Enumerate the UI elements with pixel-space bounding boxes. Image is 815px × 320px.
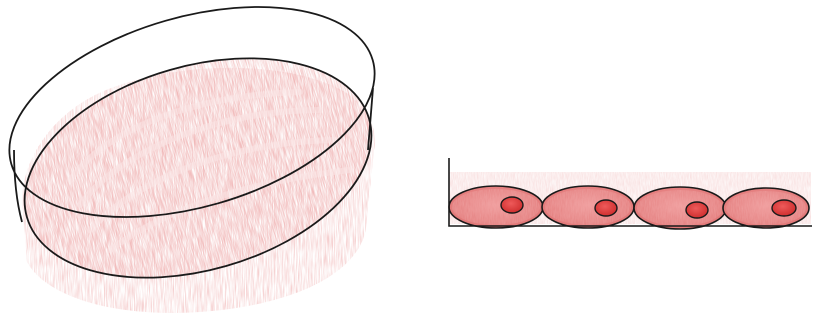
cell-body-texture — [452, 189, 540, 225]
petri-dish — [0, 0, 399, 315]
nucleus — [772, 200, 796, 216]
cell — [723, 188, 809, 228]
cell-monolayer — [449, 158, 812, 229]
nucleus — [595, 200, 617, 216]
dish-wall-left — [14, 150, 22, 222]
nucleus — [686, 202, 708, 218]
cell — [542, 186, 634, 228]
cell — [634, 187, 726, 229]
cell-body-texture — [545, 189, 631, 225]
nucleus — [501, 197, 523, 213]
cell — [449, 186, 543, 228]
cell-body-texture — [637, 190, 723, 226]
